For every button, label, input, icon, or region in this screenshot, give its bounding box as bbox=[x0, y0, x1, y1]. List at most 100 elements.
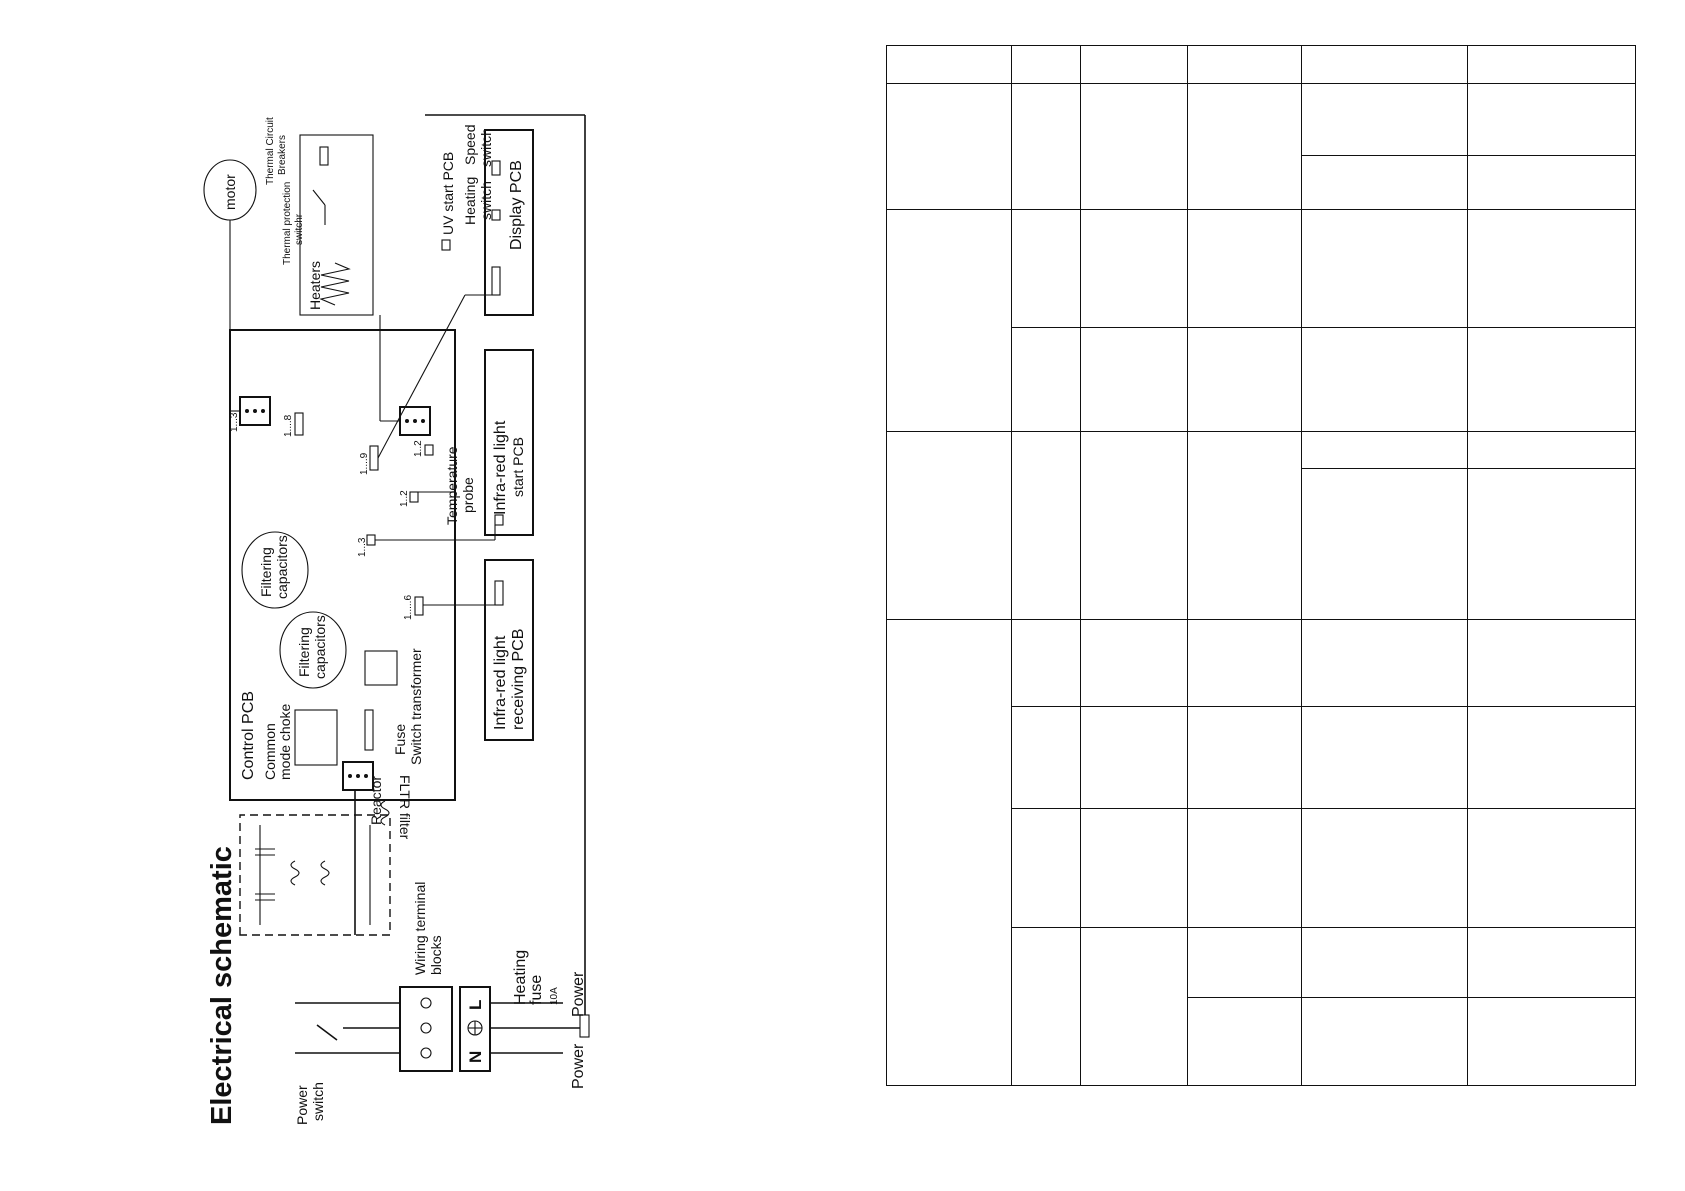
uv-start-pcb-label: UV start PCB bbox=[440, 152, 456, 235]
ir-start-pcb bbox=[484, 349, 534, 536]
filtering-capacitors-1-label-1: Filtering bbox=[296, 627, 312, 677]
table-cell bbox=[1011, 431, 1081, 620]
connector-1-3-b-label: 1...3 bbox=[357, 537, 368, 557]
heating-fuse-label-2: fuse bbox=[528, 975, 545, 1005]
data-table bbox=[886, 45, 1636, 1086]
table-cell bbox=[1467, 468, 1636, 620]
schematic-drawing: Electrical schematic N L Power Power Pow… bbox=[195, 55, 655, 1125]
table-cell bbox=[1467, 431, 1636, 469]
connector-1-2-a bbox=[409, 491, 419, 503]
table-cell bbox=[1301, 468, 1468, 620]
table-cell bbox=[886, 431, 1012, 620]
table-cell bbox=[1011, 45, 1081, 84]
table-row bbox=[886, 209, 1636, 432]
table-cell bbox=[1011, 209, 1081, 328]
switch-transformer bbox=[364, 650, 398, 686]
table-cell bbox=[1011, 927, 1081, 1086]
wiring-terminal-label-1: Wiring terminal bbox=[412, 882, 428, 975]
table-cell bbox=[1187, 997, 1302, 1086]
table-cell bbox=[1187, 327, 1302, 432]
power-label-2: Power bbox=[570, 971, 587, 1017]
table-cell bbox=[1301, 619, 1468, 707]
table-cell bbox=[1301, 706, 1468, 809]
thermal-breaker-label-2: Breakers bbox=[277, 135, 288, 175]
table-cell bbox=[1467, 209, 1636, 328]
display-connector-heating bbox=[491, 209, 501, 221]
terminal-n-label: N bbox=[466, 1051, 485, 1063]
table-row bbox=[886, 619, 1636, 1086]
table-cell bbox=[1011, 619, 1081, 707]
filtering-capacitors-1 bbox=[279, 611, 347, 689]
table-row bbox=[887, 927, 1636, 1086]
table-cell bbox=[1467, 706, 1636, 809]
connector-1-6-label: 1.....6 bbox=[403, 595, 414, 620]
table-cell bbox=[886, 209, 1012, 432]
table-cell bbox=[1011, 83, 1081, 210]
table-row bbox=[887, 155, 1636, 210]
table-cell bbox=[886, 619, 1012, 1086]
connector-1-6 bbox=[414, 596, 424, 616]
electrical-schematic: Electrical schematic N L Power Power Pow… bbox=[195, 55, 655, 1125]
table-cell bbox=[1301, 327, 1468, 432]
heating-fuse-rating: 10A bbox=[549, 987, 560, 1005]
display-connector-speed bbox=[491, 160, 501, 176]
power-label-1: Power bbox=[570, 1043, 587, 1089]
thermal-switch-label-1: Thermal protection bbox=[282, 182, 293, 265]
table-row bbox=[887, 327, 1636, 432]
fltr-filter-label: FLTR filter bbox=[397, 775, 413, 840]
table-cell bbox=[1080, 45, 1188, 84]
terminal-block bbox=[399, 986, 453, 1072]
table-cell bbox=[1301, 808, 1468, 928]
table-cell bbox=[1301, 83, 1468, 156]
table-cell bbox=[1011, 808, 1081, 928]
table-cell bbox=[1080, 808, 1188, 928]
table-cell bbox=[1301, 155, 1468, 210]
table-cell bbox=[1080, 431, 1188, 620]
speed-switch-label-2: switch bbox=[478, 128, 494, 167]
table-cell bbox=[1467, 997, 1636, 1086]
table-cell bbox=[1011, 706, 1081, 809]
filtering-capacitors-2-label-2: capacitors bbox=[274, 535, 290, 599]
table-row bbox=[887, 808, 1636, 928]
table-row bbox=[886, 431, 1636, 620]
thermal-breaker-label-1: Thermal Circuit bbox=[265, 117, 276, 185]
pcb-fuse bbox=[364, 709, 374, 751]
table-cell bbox=[1467, 45, 1636, 84]
table-cell bbox=[1187, 209, 1302, 328]
ir-start-label-2: start PCB bbox=[510, 437, 526, 497]
common-mode-inductor bbox=[290, 860, 300, 886]
temperature-probe-label-2: probe bbox=[460, 477, 476, 513]
ir-receiving-label-2: receiving PCB bbox=[510, 629, 527, 730]
control-pcb-label: Control PCB bbox=[240, 691, 257, 780]
heating-switch-label-2: switch bbox=[478, 181, 494, 220]
motor-label: motor bbox=[222, 174, 238, 210]
connector-1-2-b bbox=[424, 444, 434, 456]
fltr-filter-box bbox=[239, 814, 391, 936]
filtering-capacitors-2 bbox=[241, 531, 309, 609]
table-cell bbox=[1080, 327, 1188, 432]
table-cell bbox=[1080, 619, 1188, 707]
thermal-switch-label-2: switchr bbox=[294, 213, 305, 245]
display-connector-main bbox=[491, 266, 501, 296]
table-cell bbox=[1187, 927, 1302, 998]
table-row bbox=[887, 997, 1636, 1086]
connector-1-9 bbox=[369, 445, 379, 471]
connector-1-2-b-label: 1..2 bbox=[413, 440, 424, 457]
thermal-breaker bbox=[319, 146, 329, 166]
heating-switch-label-1: Heating bbox=[462, 177, 478, 225]
connector-1-3-a-label: 1...3 bbox=[229, 412, 240, 432]
heating-fuse-label-1: Heating bbox=[512, 950, 529, 1005]
connector-1-8-label: 1....8 bbox=[283, 414, 294, 437]
table-cell bbox=[1080, 927, 1188, 1086]
reactor-coil bbox=[380, 800, 390, 826]
schematic-title: Electrical schematic bbox=[206, 846, 238, 1125]
table-cell bbox=[1301, 431, 1468, 469]
heating-fuse bbox=[579, 1014, 590, 1038]
table-cell bbox=[1467, 327, 1636, 432]
display-pcb bbox=[484, 129, 534, 316]
table-cell bbox=[1187, 619, 1302, 707]
temperature-probe-label-1: Temperature bbox=[444, 446, 460, 525]
table-cell bbox=[1187, 808, 1302, 928]
connector-1-2-a-label: 1..2 bbox=[399, 490, 410, 507]
terminal-l-label: L bbox=[466, 1000, 485, 1010]
